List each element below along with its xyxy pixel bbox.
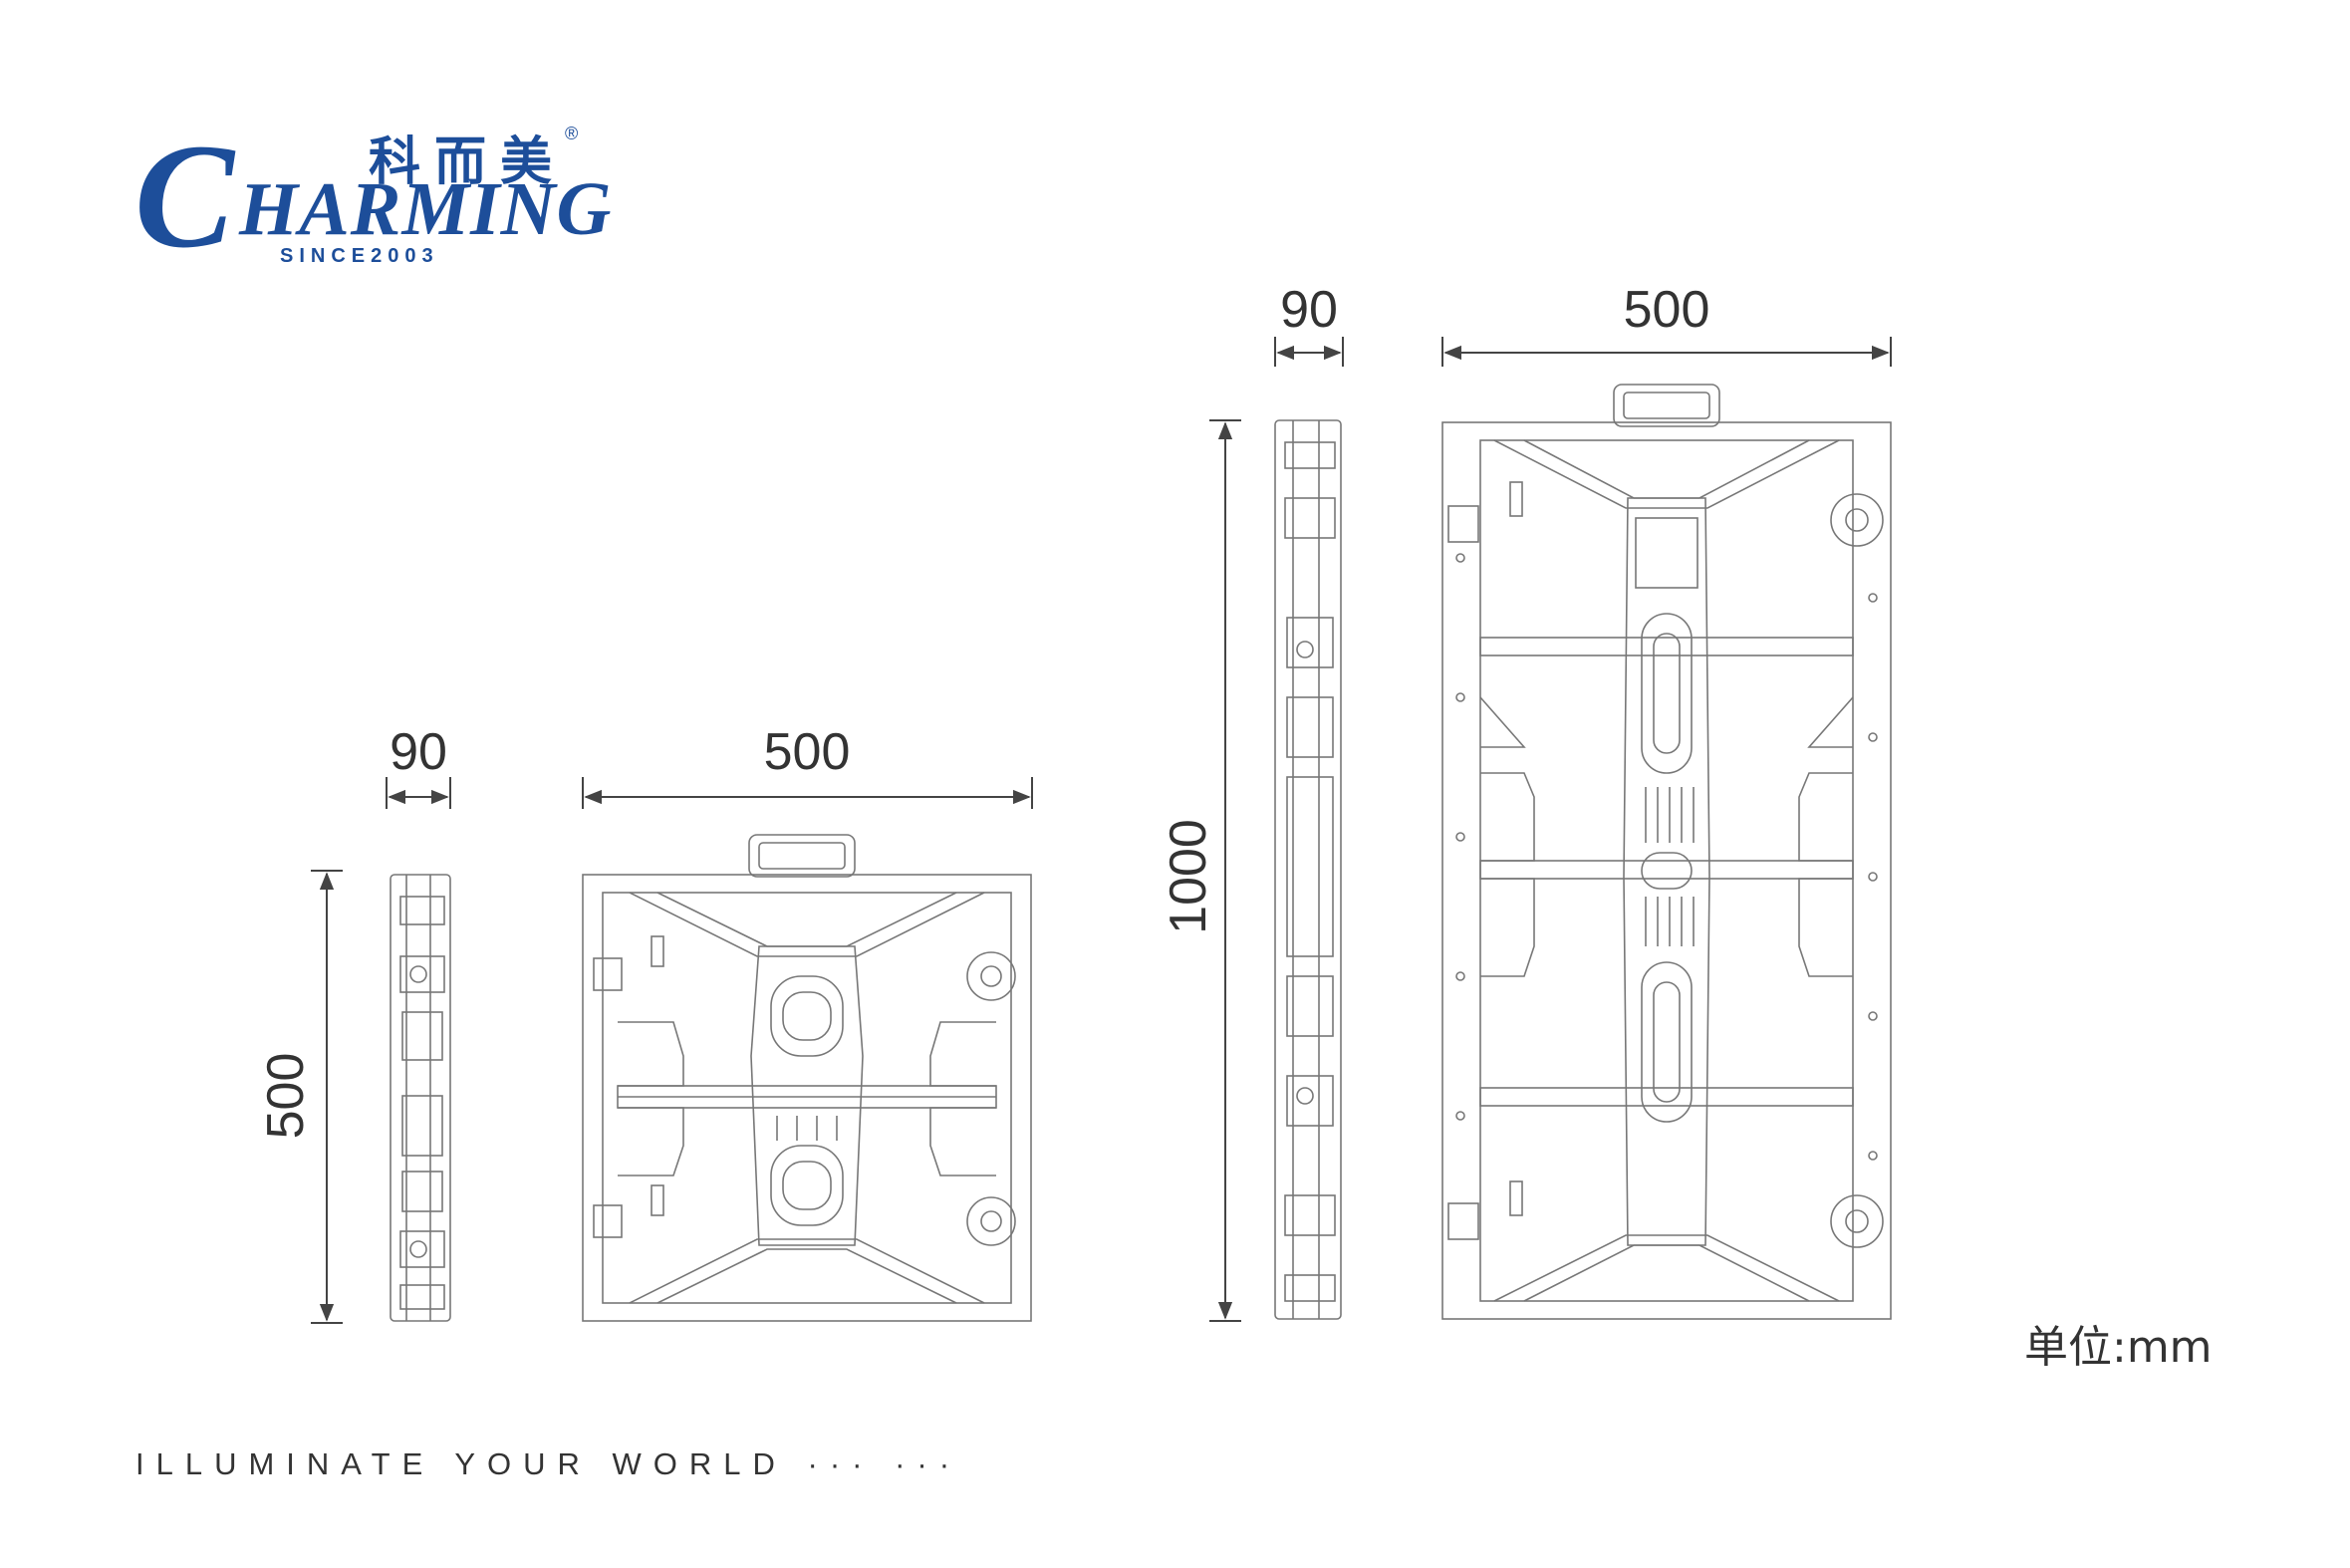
tagline: ILLUMINATE YOUR WORLD ··· ···: [135, 1446, 962, 1481]
large-side-depth-dimension: 90: [1274, 281, 1344, 367]
small-front-width-label: 500: [764, 723, 851, 781]
small-front-width-dimension: 500: [582, 723, 1033, 809]
unit-label: 单位:mm: [2024, 1322, 2213, 1373]
large-cabinet-front-view: [1441, 384, 1892, 1320]
small-height-dimension: 500: [257, 870, 343, 1324]
large-height-dimension: 1000: [1160, 419, 1241, 1322]
brand-logo: C 科而美 ® HARMING SINCE2003: [134, 114, 611, 279]
small-height-label: 500: [257, 1053, 315, 1140]
large-height-label: 1000: [1160, 819, 1217, 934]
small-cabinet-front-view: [582, 834, 1032, 1322]
logo-initial: C: [134, 114, 235, 279]
registered-mark: ®: [565, 124, 579, 143]
logo-chinese-name: 科而美: [369, 132, 567, 192]
small-cabinet-side-view: [390, 874, 451, 1322]
small-side-depth-label: 90: [390, 723, 447, 781]
small-side-depth-dimension: 90: [386, 723, 451, 809]
large-front-width-dimension: 500: [1441, 281, 1892, 367]
large-front-width-label: 500: [1624, 281, 1710, 339]
logo-wordmark: HARMING: [239, 167, 613, 251]
logo-since: SINCE2003: [280, 245, 439, 267]
large-cabinet-side-view: [1274, 419, 1342, 1320]
large-side-depth-label: 90: [1280, 281, 1338, 339]
